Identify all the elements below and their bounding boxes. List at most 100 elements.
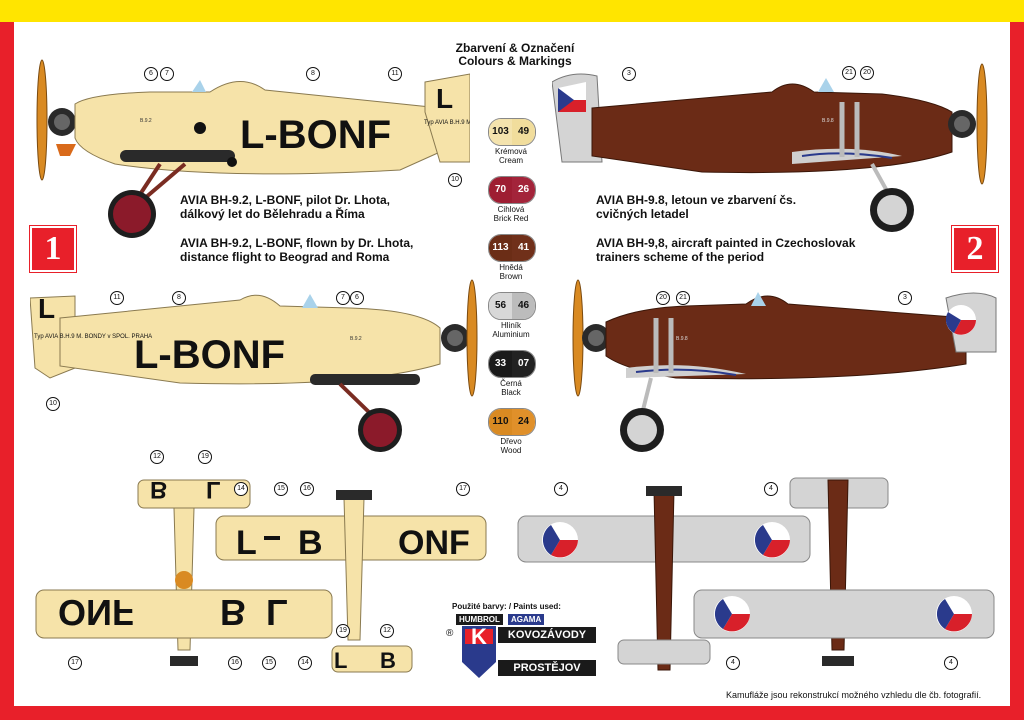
callout-4: 4 bbox=[726, 656, 740, 670]
agama-code: 24 bbox=[512, 409, 535, 435]
callout-4: 4 bbox=[764, 482, 778, 496]
fuselage-upper bbox=[343, 497, 365, 641]
wheel-hub bbox=[113, 195, 151, 233]
callout-10: 10 bbox=[448, 173, 462, 187]
fuselage-step bbox=[227, 157, 237, 167]
tailplane-upper bbox=[331, 645, 413, 673]
callout-16: 16 bbox=[228, 656, 242, 670]
tail-letter: L bbox=[436, 83, 453, 114]
roundel bbox=[714, 596, 750, 632]
humbrol-code: 113 bbox=[489, 235, 512, 261]
agama-code: 49 bbox=[512, 119, 535, 145]
aircraft-2-profile-left: B.9.8 bbox=[572, 279, 997, 452]
paint-name-cz: Cihlová bbox=[497, 205, 525, 214]
roundel bbox=[754, 522, 790, 558]
aircraft-2-profile-right: B.9.8 bbox=[552, 63, 988, 232]
propeller bbox=[976, 63, 988, 185]
paint-name-cz: Černá bbox=[500, 379, 522, 388]
wing-under bbox=[693, 589, 995, 639]
upper-wing-B: B bbox=[298, 524, 323, 562]
engine-upper bbox=[336, 490, 372, 500]
agama-code: 07 bbox=[512, 351, 535, 377]
engine-hub bbox=[954, 116, 970, 132]
callout-3: 3 bbox=[622, 67, 636, 81]
roundel-red bbox=[954, 320, 976, 335]
upper-wing-L: L bbox=[236, 524, 257, 562]
tail-letter: L bbox=[38, 293, 55, 324]
windscreen bbox=[751, 292, 766, 306]
callout-6: 6 bbox=[350, 291, 364, 305]
agama-code: 26 bbox=[512, 177, 535, 203]
engine-upper bbox=[646, 486, 682, 496]
tail-fin bbox=[424, 73, 470, 163]
top-yellow-band bbox=[0, 0, 1024, 22]
agama-code: 46 bbox=[512, 293, 535, 319]
tailplane-upper bbox=[617, 639, 711, 665]
roundel bbox=[542, 522, 578, 558]
callout-15: 15 bbox=[274, 482, 288, 496]
under-wing-L: L bbox=[266, 592, 288, 633]
callout-10: 10 bbox=[46, 397, 60, 411]
engine-hub bbox=[447, 330, 463, 346]
aircraft-1-desc-en: AVIA BH-9.2, L-BONF, flown by Dr. Lhota,… bbox=[180, 236, 414, 264]
callout-12: 12 bbox=[380, 624, 394, 638]
wheel-hub bbox=[363, 413, 397, 447]
exhaust-pipe bbox=[120, 150, 235, 162]
tail-flag-blue bbox=[558, 88, 574, 112]
logo-letter: K bbox=[471, 624, 487, 649]
humbrol-code: 56 bbox=[489, 293, 512, 319]
wing-stripe-blue bbox=[635, 368, 737, 376]
paint-name-cz: Hnědá bbox=[499, 263, 523, 272]
callout-14: 14 bbox=[298, 656, 312, 670]
wheel-hub bbox=[627, 415, 657, 445]
callout-17: 17 bbox=[456, 482, 470, 496]
aircraft-2-plan-views bbox=[517, 477, 995, 671]
callout-11: 11 bbox=[388, 67, 402, 81]
logo-line2: PROSTĚJOV bbox=[498, 660, 596, 676]
paint-name-en: Brick Red bbox=[493, 214, 529, 223]
wheel-hub bbox=[877, 195, 907, 225]
callout-7: 7 bbox=[336, 291, 350, 305]
callout-12: 12 bbox=[150, 450, 164, 464]
paint-name-en: Cream bbox=[498, 156, 523, 165]
paint-name-en: Wood bbox=[500, 446, 522, 455]
paint-name-en: Brown bbox=[499, 272, 523, 281]
fuselage-code: B.9.8 bbox=[676, 336, 688, 342]
bottom-red-band bbox=[0, 706, 1024, 720]
aircraft-2-desc-cz: AVIA BH-9.8, letoun ve zbarvení čs. cvič… bbox=[596, 193, 797, 221]
callout-7: 7 bbox=[160, 67, 174, 81]
callout-19: 19 bbox=[198, 450, 212, 464]
roundel bbox=[936, 596, 972, 632]
fuselage-code: B.9.8 bbox=[822, 118, 834, 124]
under-wing-ONF: ONF bbox=[58, 592, 134, 633]
fin-maker-text: Typ AVIA B.H.9 M. BONDY v SPOL. PRAHA bbox=[424, 120, 470, 126]
under-wing-B: B bbox=[220, 592, 246, 633]
fuselage-code: B.9.2 bbox=[350, 336, 362, 342]
paint-name-cz: Dřevo bbox=[500, 437, 522, 446]
humbrol-code: 103 bbox=[489, 119, 512, 145]
engine-under bbox=[822, 656, 854, 666]
humbrol-code: 70 bbox=[489, 177, 512, 203]
callout-3: 3 bbox=[898, 291, 912, 305]
title-en: Colours & Markings bbox=[458, 54, 572, 68]
paint-name-cz: Hliník bbox=[500, 321, 521, 330]
aircraft-1-badge: 1 bbox=[30, 226, 76, 272]
fuselage bbox=[591, 83, 953, 174]
propeller bbox=[572, 279, 584, 397]
wing-under bbox=[35, 589, 333, 639]
aircraft-1-desc-cz: AVIA BH-9.2, L-BONF, pilot Dr. Lhota, dá… bbox=[180, 193, 390, 221]
aircraft-1-plan-views: B L ONF B L L B ONF L B bbox=[35, 476, 487, 673]
engine-front-under bbox=[170, 656, 198, 666]
callout-16: 16 bbox=[300, 482, 314, 496]
registered-mark: ® bbox=[446, 628, 454, 639]
aircraft-2-desc-en: AVIA BH-9,8, aircraft painted in Czechos… bbox=[596, 236, 856, 264]
kovozavody-logo: K bbox=[462, 626, 496, 678]
aircraft-1-profile-right: L-BONF L Typ AVIA B.H.9 M. BONDY v SPOL.… bbox=[30, 279, 478, 452]
aircraft-1-profile-left: L-BONF L Typ AVIA B.H.9 M. BONDY v SPOL.… bbox=[36, 59, 470, 238]
